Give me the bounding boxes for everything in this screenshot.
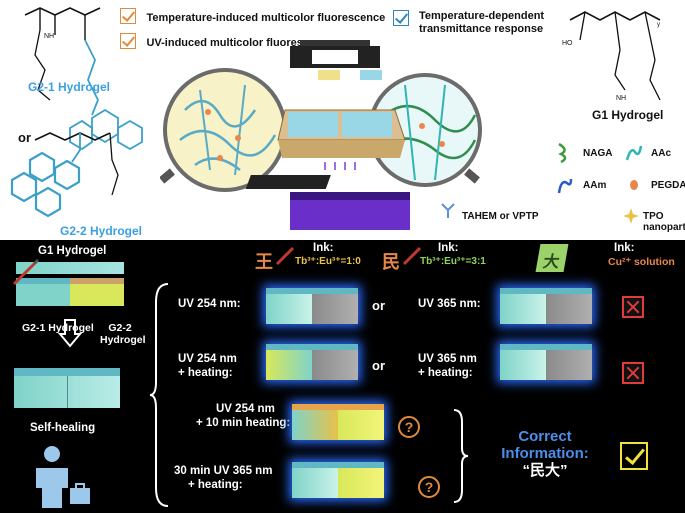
or-label: or	[372, 358, 385, 373]
cond-4-left: 30 min UV 365 nm+ heating:	[174, 465, 273, 491]
fail-icon	[622, 296, 644, 318]
person-icon	[36, 446, 90, 508]
g2-2-label-bottom: G2-2 Hydrogel	[100, 322, 146, 346]
brush-icon	[402, 246, 422, 266]
sample-block	[292, 462, 384, 498]
checklist-item-1: Temperature-induced multicolor fluoresce…	[120, 8, 385, 29]
sample-block	[292, 404, 384, 440]
aac-icon	[625, 145, 643, 161]
cond-3-left: UV 254 nm+ 10 min heating:	[196, 403, 291, 429]
brush-icon	[12, 258, 40, 286]
svg-text:y: y	[657, 22, 660, 28]
or-label: or	[372, 298, 385, 313]
question-icon: ?	[418, 476, 440, 498]
checkmark-icon	[620, 442, 648, 470]
checklist-item-2: UV-induced multicolor fluorescence	[120, 33, 334, 54]
svg-text:HO: HO	[562, 40, 573, 47]
question-icon: ?	[398, 416, 420, 438]
g1-structure-svg: HO NH y	[562, 11, 661, 102]
aam-icon	[557, 178, 573, 194]
device-illustration	[160, 40, 482, 230]
checkbox-icon	[393, 10, 409, 26]
ink-header-3: 大 Ink: Cu²⁺ solution	[535, 240, 678, 274]
sample-block	[266, 344, 358, 380]
correct-information: Correct Information: “民大”	[501, 428, 589, 479]
bottom-panel: G1 Hydrogel G2-1 Hydrogel G2-2 Hydrogel …	[0, 240, 685, 513]
svg-text:NH: NH	[44, 33, 54, 40]
brush-icon	[275, 246, 295, 266]
cond-2-left: UV 254 nm+ heating:	[178, 353, 237, 379]
down-arrow-icon	[58, 319, 82, 348]
svg-text:NH: NH	[616, 95, 626, 102]
g1-hydrogel-label: G1 Hydrogel	[38, 245, 107, 257]
cond-1-right: UV 365 nm:	[418, 298, 481, 310]
sample-block	[500, 344, 592, 380]
hydrogel-structures-svg: NH	[10, 7, 143, 218]
ink-header-1: 王 Ink: Tb³⁺:Eu³⁺=1:0	[255, 242, 361, 272]
pegda-icon	[630, 180, 638, 190]
right-brace	[453, 409, 468, 503]
cond-1-left: UV 254 nm:	[178, 298, 241, 310]
healed-slab	[14, 368, 120, 408]
or-label: or	[18, 130, 31, 145]
sample-block	[266, 288, 358, 324]
self-healing-label: Self-healing	[30, 422, 96, 434]
g2-1-label: G2-1 Hydrogel	[28, 80, 111, 94]
printed-slab	[16, 278, 124, 306]
sample-block	[500, 288, 592, 324]
checkbox-icon	[120, 33, 136, 49]
g2-2-label: G2-2 Hydrogel	[60, 224, 143, 238]
naga-icon	[558, 142, 567, 164]
legend: NAGA AAc AAm PEGDA TPO nanoparticles	[555, 140, 685, 235]
g1-slab	[16, 262, 124, 274]
cond-2-right: UV 365 nm+ heating:	[418, 353, 477, 379]
checkbox-icon	[120, 8, 136, 24]
ink-header-2: 民 Ink: Tb³⁺:Eu³⁺=3:1	[382, 242, 486, 272]
fail-icon	[622, 362, 644, 384]
top-panel: NH G2-1 Hydrogel or G2-2 Hydrogel Temper…	[0, 0, 685, 240]
g1-label: G1 Hydrogel	[592, 108, 664, 122]
tahem-icon	[441, 203, 455, 218]
tpo-icon	[623, 208, 639, 224]
left-brace	[150, 283, 169, 507]
